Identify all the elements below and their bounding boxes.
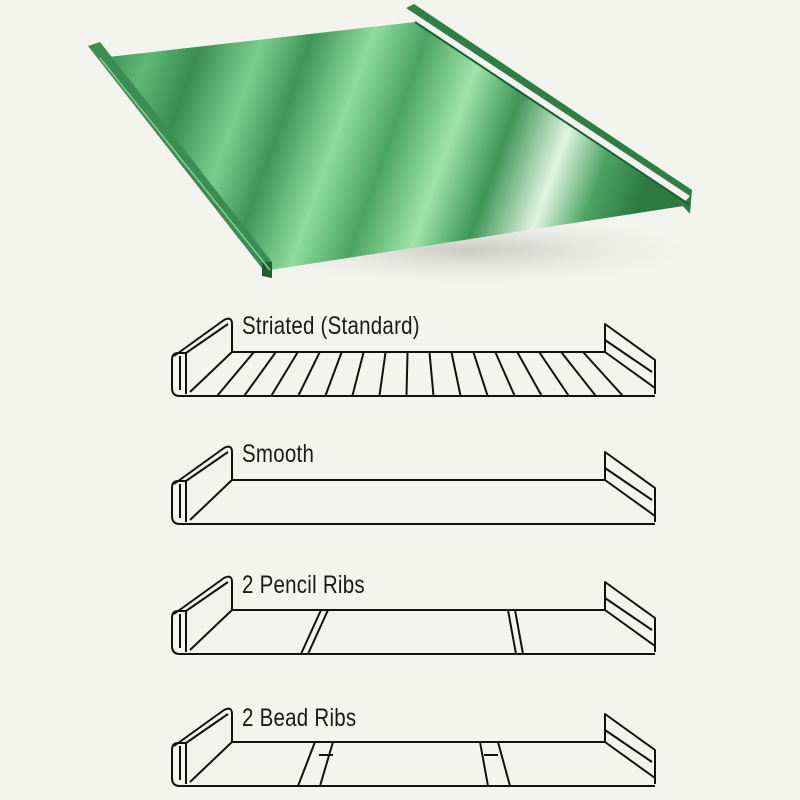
profile-label-pencil-ribs: 2 Pencil Ribs — [242, 571, 365, 599]
left-flange-edge — [185, 451, 229, 482]
profile-label-striated: Striated (Standard) — [242, 312, 420, 340]
left-flange — [173, 707, 233, 784]
left-flange-edge — [185, 323, 229, 354]
panel-floor — [186, 351, 655, 397]
profile-pencil — [171, 575, 656, 655]
striation-line — [560, 351, 597, 397]
striation-line — [405, 351, 409, 397]
right-flange — [604, 451, 656, 522]
striation-line — [582, 351, 624, 397]
pencil-rib — [507, 609, 524, 655]
left-flange — [173, 575, 233, 652]
bead-rib — [297, 741, 334, 787]
striation-line — [297, 351, 321, 397]
striation-line — [270, 351, 299, 397]
striation-line — [516, 351, 543, 397]
panel-floor — [186, 741, 655, 787]
panel-photo — [88, 4, 730, 290]
profile-smooth — [171, 445, 656, 525]
profile-label-smooth: Smooth — [242, 440, 315, 468]
striation-line — [494, 351, 516, 397]
bead-rib — [479, 741, 511, 787]
striation-line — [428, 351, 435, 397]
striation-line — [378, 351, 387, 397]
panel-floor — [186, 479, 655, 525]
right-flange — [604, 713, 656, 784]
left-seam — [171, 480, 186, 525]
pencil-rib — [300, 609, 329, 655]
striation-line — [450, 351, 462, 397]
left-flange — [173, 317, 233, 394]
profile-striated — [171, 317, 656, 397]
left-seam — [171, 352, 186, 397]
striation-line — [243, 351, 277, 397]
left-flange-edge — [185, 713, 229, 744]
striation-line — [538, 351, 570, 397]
right-flange — [604, 581, 656, 652]
striation-line — [351, 351, 365, 397]
panel-floor — [186, 609, 655, 655]
profile-bead — [171, 707, 656, 787]
striation-line — [472, 351, 489, 397]
right-flange — [604, 323, 656, 394]
profile-label-bead-ribs: 2 Bead Ribs — [242, 704, 357, 732]
left-seam — [171, 610, 186, 655]
left-seam — [171, 742, 186, 787]
left-flange — [173, 445, 233, 522]
left-flange-edge — [185, 581, 229, 612]
striation-line — [324, 351, 343, 397]
striation-line — [216, 351, 255, 397]
